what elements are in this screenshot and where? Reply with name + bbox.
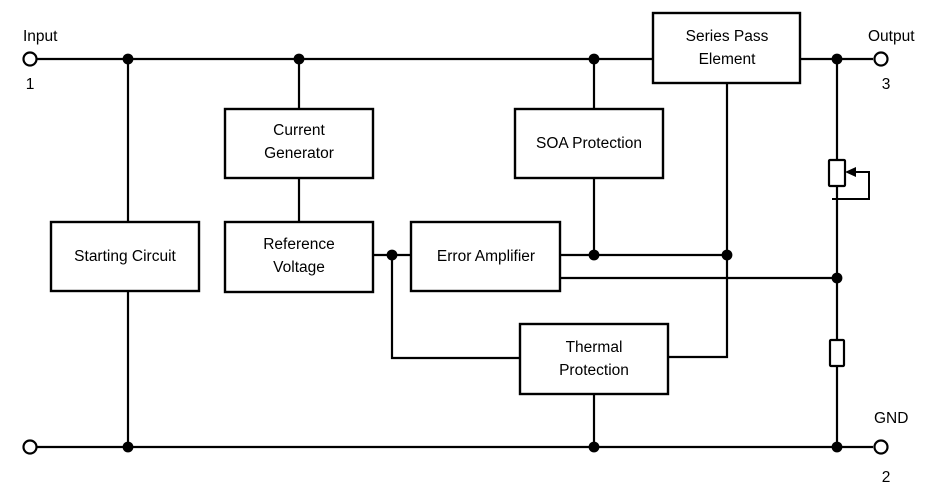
label-reference-voltage-line1: Reference bbox=[263, 236, 335, 253]
label-series-pass-element-line2: Element bbox=[699, 51, 757, 68]
junction-dot-input-current-gen bbox=[293, 53, 305, 65]
feedback-resistor-body bbox=[828, 338, 846, 368]
label-current-generator-line2: Generator bbox=[264, 145, 334, 162]
potentiometer-wiper-arrow-icon bbox=[845, 167, 856, 177]
label-ground-terminal: GND bbox=[874, 410, 908, 427]
feedback-potentiometer-body bbox=[827, 158, 847, 188]
label-input-terminal: Input bbox=[23, 28, 58, 45]
label-error-amplifier: Error Amplifier bbox=[437, 248, 535, 265]
block-starting-circuit[interactable] bbox=[49, 220, 201, 293]
junction-dot-input-starting bbox=[122, 53, 134, 65]
label-soa-protection: SOA Protection bbox=[536, 135, 642, 152]
block-error-amplifier[interactable] bbox=[409, 220, 562, 293]
label-thermal-protection-line2: Protection bbox=[559, 362, 629, 379]
label-thermal-protection-line1: Thermal bbox=[566, 339, 623, 356]
block-series-pass-element[interactable] bbox=[651, 11, 802, 85]
junction-dot-ground-divider bbox=[831, 441, 843, 453]
terminal-ground-right[interactable] bbox=[873, 439, 889, 455]
junction-dot-feedback-tap bbox=[831, 272, 843, 284]
wire-control-node-to-thermal-protection bbox=[666, 253, 729, 359]
junction-dot-ground-starting bbox=[122, 441, 134, 453]
label-output-pin: 3 bbox=[882, 76, 891, 93]
label-ground-pin: 2 bbox=[882, 469, 891, 486]
block-soa-protection[interactable] bbox=[513, 107, 665, 180]
block-current-generator[interactable] bbox=[223, 107, 375, 180]
junction-dot-output-divider bbox=[831, 53, 843, 65]
terminal-ground-left[interactable] bbox=[22, 439, 38, 455]
label-reference-voltage-line2: Voltage bbox=[273, 259, 325, 276]
junction-dot-input-soa bbox=[588, 53, 600, 65]
terminal-output[interactable] bbox=[873, 51, 889, 67]
label-starting-circuit: Starting Circuit bbox=[74, 248, 176, 265]
junction-dot-reference-branch bbox=[386, 249, 398, 261]
wire-pot-wiper-return bbox=[832, 171, 870, 200]
junction-dot-ground-thermal bbox=[588, 441, 600, 453]
junction-dot-series-pass-control bbox=[721, 249, 733, 261]
wire-reference-branch-to-thermal-protection bbox=[390, 253, 522, 360]
label-output-terminal: Output bbox=[868, 28, 915, 45]
junction-dot-soa-control bbox=[588, 249, 600, 261]
block-reference-voltage[interactable] bbox=[223, 220, 375, 294]
terminal-input[interactable] bbox=[22, 51, 38, 67]
label-current-generator-line1: Current bbox=[273, 122, 325, 139]
label-input-pin: 1 bbox=[26, 76, 35, 93]
block-thermal-protection[interactable] bbox=[518, 322, 670, 396]
label-series-pass-element-line1: Series Pass bbox=[686, 28, 769, 45]
